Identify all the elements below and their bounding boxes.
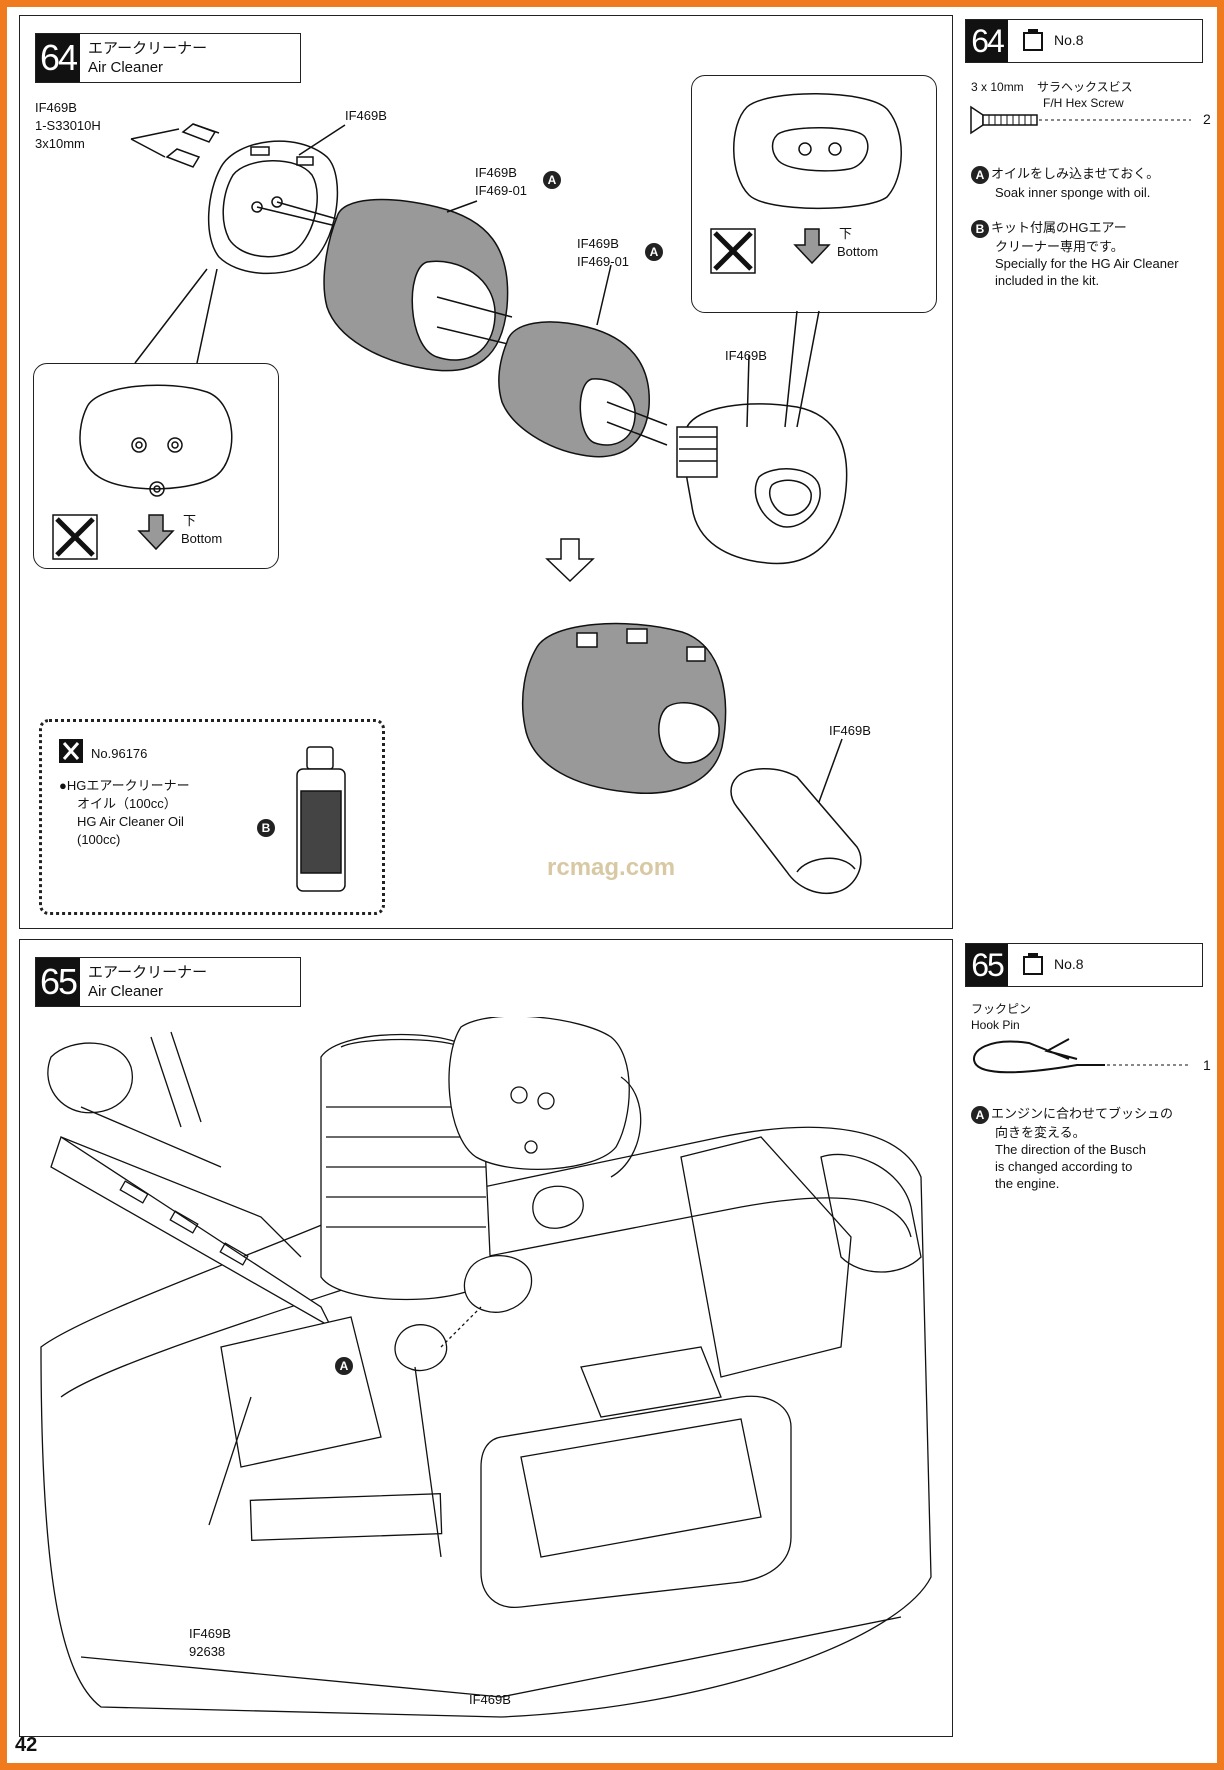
callout1-bottom-en: Bottom	[181, 531, 223, 546]
assembled-cleaner-icon	[521, 622, 727, 794]
page-number: 42	[15, 1734, 38, 1756]
side64-bag: No.8	[1054, 32, 1084, 48]
marker-a-busch: A	[335, 1357, 353, 1375]
step64-title-jp: エアークリーナー	[88, 40, 208, 57]
side65-pin-qty: 1	[1203, 1057, 1211, 1073]
step65-header: 65 エアークリーナー Air Cleaner	[35, 957, 301, 1007]
watermark-text: rcmag.com	[547, 854, 676, 881]
side64-screw-en: F/H Hex Screw	[1043, 96, 1124, 110]
sponge2-code-label: IF469-01	[577, 254, 630, 269]
screws-part-label: IF469B	[35, 100, 77, 115]
side65-noteA-jp2: 向きを変える。	[995, 1124, 1086, 1140]
sponge2-part-label: IF469B	[577, 236, 619, 251]
flat-head-screw-icon	[970, 105, 1191, 135]
side64-screw-jp: サラヘックスビス	[1037, 80, 1133, 94]
hose-icon	[730, 768, 862, 894]
side65-bag: No.8	[1054, 956, 1084, 972]
screw-icon	[165, 123, 220, 168]
side64-noteB-en2: included in the kit.	[995, 272, 1100, 288]
step64-illustration	[52, 93, 902, 894]
step64-header: 64 エアークリーナー Air Cleaner	[35, 33, 301, 83]
side65-pin-jp: フックピン	[971, 1002, 1032, 1016]
side64-noteA-marker: A	[971, 165, 989, 184]
oil-tool-no: No.96176	[91, 746, 148, 761]
parts-bag-icon	[1023, 29, 1043, 51]
oil-line1: ●HGエアークリーナー	[59, 778, 190, 793]
side65-number: 65	[966, 944, 1008, 986]
step65-title-en: Air Cleaner	[88, 983, 164, 1000]
step65-number: 65	[36, 958, 80, 1006]
side64-noteB-marker: B	[971, 219, 989, 238]
side64-screw-size: 3 x 10mm	[971, 80, 1024, 94]
oil-bottle-icon	[296, 746, 346, 892]
sponge1-part-label: IF469B	[475, 165, 517, 180]
screws-size-label: 3x10mm	[35, 136, 85, 151]
side65-noteA-en2: is changed according to	[995, 1158, 1133, 1174]
side64-noteB-en1: Specially for the HG Air Cleaner	[995, 255, 1179, 271]
sponge1-code-label: IF469-01	[475, 183, 528, 198]
side65-noteA-en1: The direction of the Busch	[995, 1141, 1147, 1157]
side65-noteA-en3: the engine.	[995, 1175, 1060, 1191]
marker-b-oil: B	[257, 819, 275, 837]
busch-icon	[394, 1324, 448, 1372]
step65-illustration	[40, 1017, 932, 1718]
cap-part-label: IF469B	[345, 108, 387, 123]
callout2-bottom-en: Bottom	[837, 244, 879, 259]
pin-code-label: 92638	[189, 1644, 226, 1659]
hose-part-label: IF469B	[829, 723, 871, 738]
side64-noteA-en: Soak inner sponge with oil.	[995, 184, 1151, 200]
pin-part-label: IF469B	[189, 1626, 231, 1641]
side64-noteB-jp1: キット付属のHGエアー	[991, 220, 1127, 235]
cap-part-icon	[208, 140, 339, 275]
side64-header: 64 No.8	[965, 19, 1203, 63]
air-cleaner-assembled-icon	[448, 1017, 642, 1178]
housing-icon	[676, 403, 848, 565]
oil-line4: (100cc)	[77, 832, 121, 847]
marker-a-sponge2: A	[645, 243, 663, 261]
hook-pin-icon	[972, 1038, 1191, 1074]
sponge-small-icon	[498, 321, 668, 458]
side65-pin-en: Hook Pin	[971, 1018, 1020, 1032]
oil-line2: オイル（100cc）	[77, 796, 177, 811]
step64-title-en: Air Cleaner	[88, 59, 164, 76]
oil-line3: HG Air Cleaner Oil	[77, 814, 184, 829]
side64-screw-qty: 2	[1203, 111, 1211, 127]
housing-part-label: IF469B	[725, 348, 767, 363]
step65-title-jp: エアークリーナー	[88, 964, 208, 981]
side64-noteB-jp2: クリーナー専用です。	[995, 238, 1124, 254]
screws-code-label: 1-S33010H	[35, 118, 101, 133]
oil-info-box	[39, 719, 385, 915]
side64-noteA-jp: オイルをしみ込ませておく。	[991, 166, 1160, 181]
side65-header: 65 No.8	[965, 943, 1203, 987]
sponge-large-icon	[323, 198, 513, 372]
tool-x-icon	[59, 739, 83, 763]
side65-noteA-jp1: エンジンに合わせてブッシュの	[991, 1106, 1174, 1121]
side64-number: 64	[966, 20, 1008, 62]
side65-noteA-marker: A	[971, 1105, 989, 1124]
parts-bag-icon	[1023, 953, 1043, 975]
marker-a-sponge1: A	[543, 171, 561, 189]
receiver-box-icon	[480, 1395, 792, 1608]
step64-number: 64	[36, 34, 80, 82]
callout2-bottom-jp: 下	[839, 226, 853, 241]
callout1-bottom-jp: 下	[183, 513, 197, 528]
busch-part-label: IF469B	[469, 1692, 511, 1707]
link-bar-icon	[50, 1135, 333, 1329]
